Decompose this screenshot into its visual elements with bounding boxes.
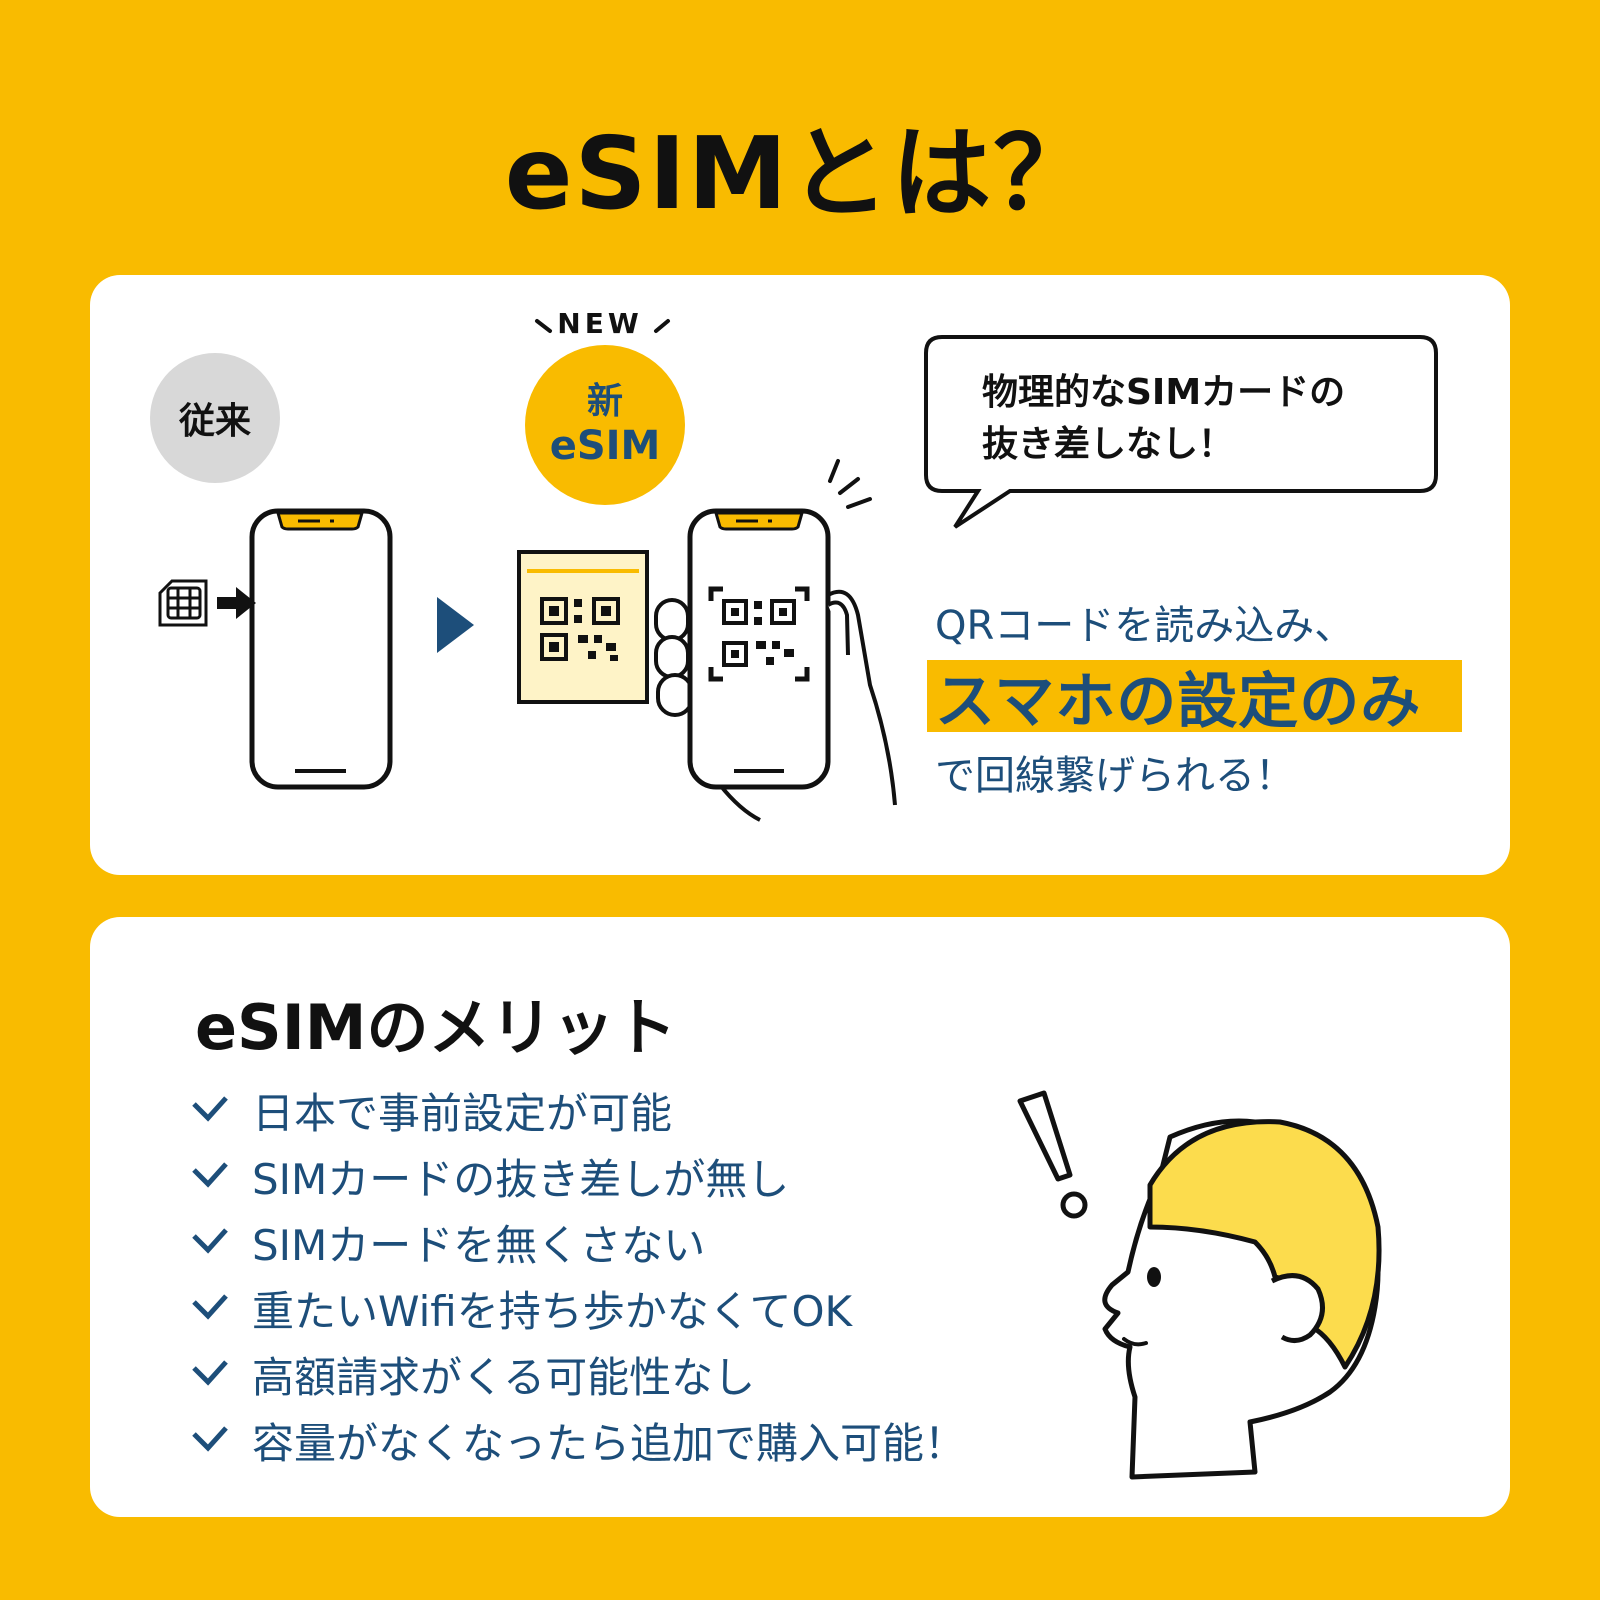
play-triangle-icon xyxy=(437,597,474,653)
qr-code-icon-screen xyxy=(708,586,810,682)
merits-card: eSIMのメリット 日本で事前設定が可能 SIMカードの抜き差しが無し SIMカ… xyxy=(90,917,1510,1517)
list-item: SIMカードの抜き差しが無し xyxy=(190,1143,966,1209)
merits-title: eSIMのメリット xyxy=(195,991,677,1064)
merit-text: 重たいWifiを持ち歩かなくてOK xyxy=(252,1286,853,1336)
list-item: 日本で事前設定が可能 xyxy=(190,1077,966,1143)
merit-text: 日本で事前設定が可能 xyxy=(252,1088,673,1138)
speech-bubble xyxy=(924,335,1438,529)
check-icon xyxy=(192,1426,228,1452)
merit-text: SIMカードの抜き差しが無し xyxy=(252,1154,790,1204)
check-icon xyxy=(192,1294,228,1320)
comparison-illustration xyxy=(158,319,1438,822)
check-icon xyxy=(192,1162,228,1188)
new-badge-line2: eSIM xyxy=(549,422,661,469)
new-badge: 新 eSIM xyxy=(525,345,685,505)
merit-text: 高額請求がくる可能性なし xyxy=(252,1352,756,1402)
smartphone-icon-old xyxy=(249,508,393,790)
old-badge: 従来 xyxy=(150,353,280,483)
bubble-text: 物理的なSIMカードの 抜き差しなし！ xyxy=(982,367,1422,471)
new-badge-line1: 新 xyxy=(586,381,623,423)
qr-text-line3: で回線繋げられる！ xyxy=(935,753,1295,799)
comparison-card: 従来 xyxy=(90,275,1510,875)
highlight-bar xyxy=(927,660,1462,732)
person-icon xyxy=(1017,1090,1382,1480)
list-item: SIMカードを無くさない xyxy=(190,1209,966,1275)
list-item: 高額請求がくる可能性なし xyxy=(190,1341,966,1407)
qr-code-icon xyxy=(517,550,649,704)
check-icon xyxy=(192,1228,228,1254)
thumb-icon xyxy=(827,600,850,656)
check-icon xyxy=(192,1360,228,1386)
bubble-line2: 抜き差しなし！ xyxy=(982,424,1235,466)
list-item: 重たいWifiを持ち歩かなくてOK xyxy=(190,1275,966,1341)
new-tag-dashes xyxy=(535,319,670,333)
qr-text-line2: スマホの設定のみ xyxy=(935,667,1422,737)
new-tag: NEW xyxy=(557,307,643,340)
merit-text: 容量がなくなったら追加で購入可能！ xyxy=(252,1418,967,1468)
merit-text: SIMカードを無くさない xyxy=(252,1220,706,1270)
merits-list: 日本で事前設定が可能 SIMカードの抜き差しが無し SIMカードを無くさない 重… xyxy=(190,1077,966,1473)
bubble-line1: 物理的なSIMカードの xyxy=(982,372,1346,413)
rays-icon xyxy=(828,459,872,509)
check-icon xyxy=(192,1096,228,1122)
list-item: 容量がなくなったら追加で購入可能！ xyxy=(190,1407,966,1473)
sim-card-icon xyxy=(158,579,208,627)
exclamation-icon xyxy=(1017,1090,1088,1219)
page-title: eSIMとは？ xyxy=(504,115,1096,232)
qr-text-line1: QRコードを読み込み、 xyxy=(935,603,1355,649)
arrow-right-icon xyxy=(217,587,256,619)
